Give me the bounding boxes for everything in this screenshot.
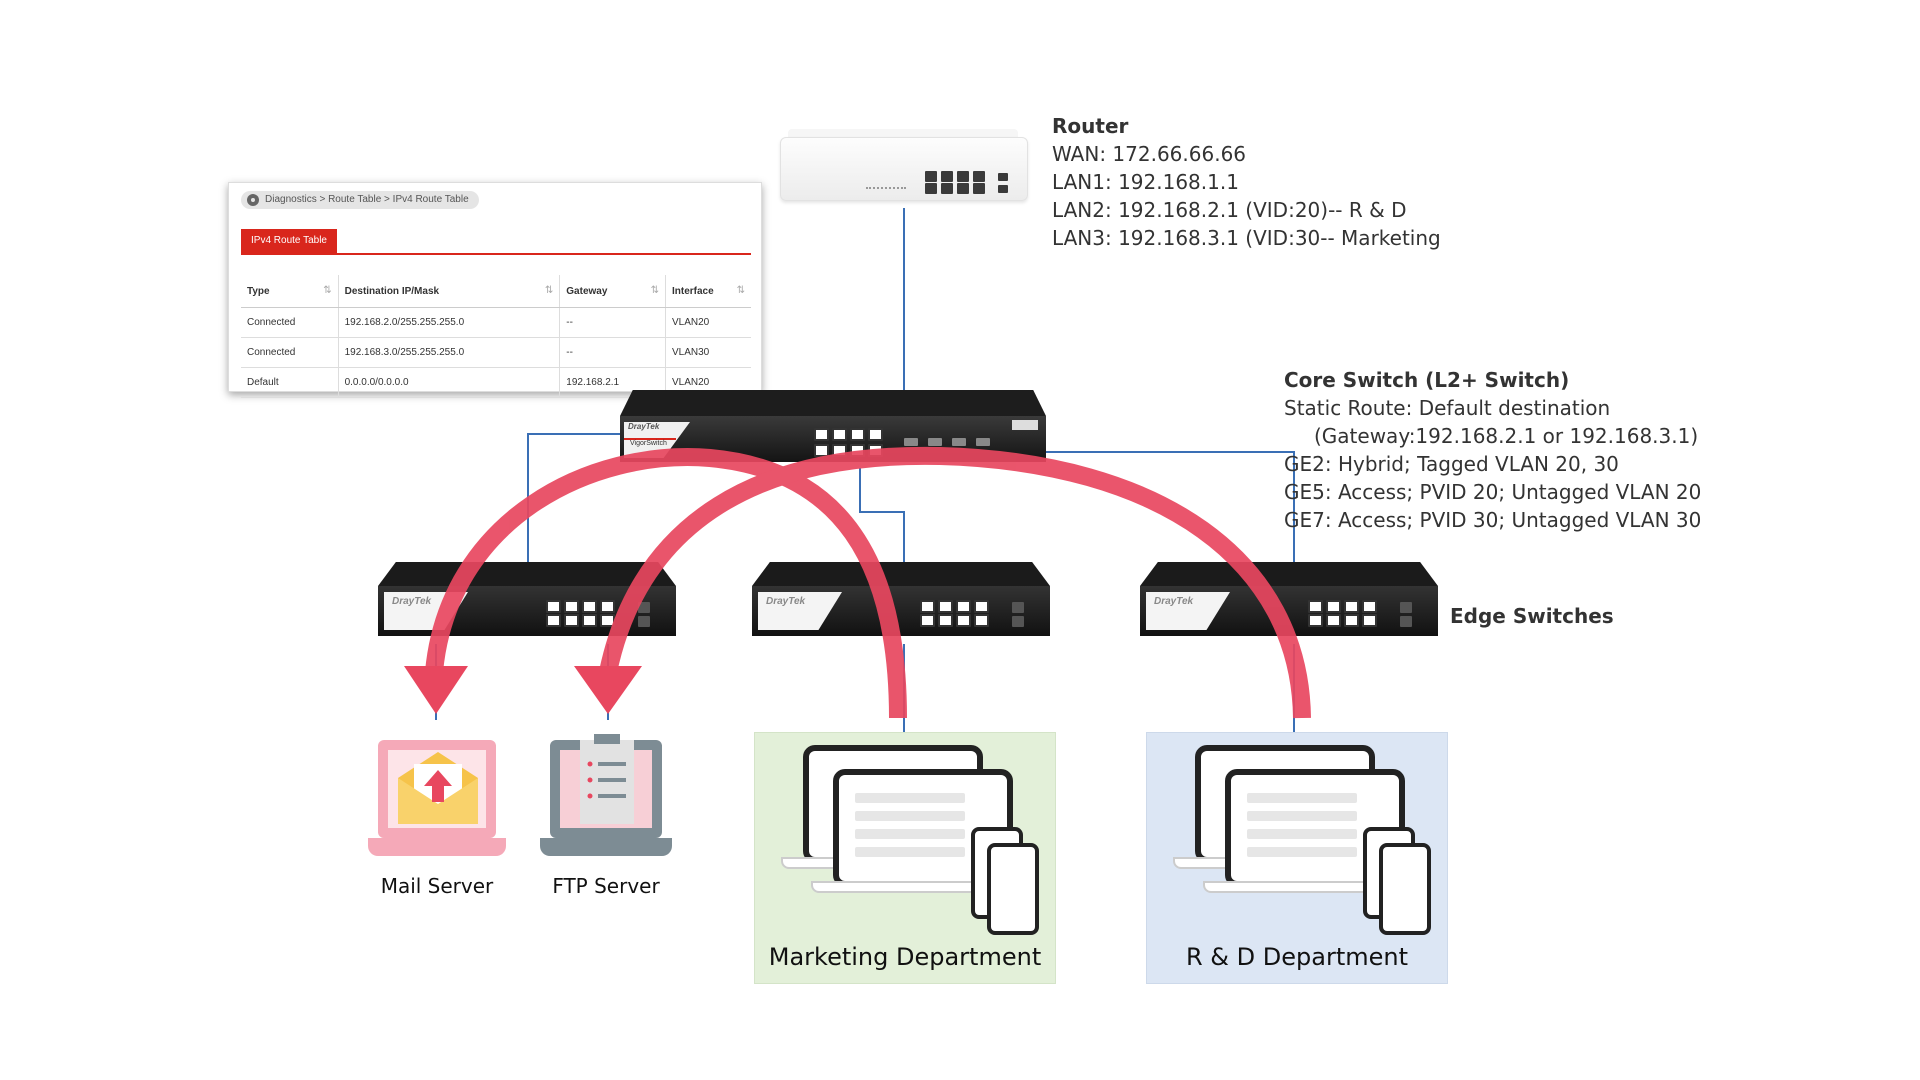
edge-switch-2: DrayTek — [752, 562, 1050, 640]
core-switch-ge2: GE2: Hybrid; Tagged VLAN 20, 30 — [1284, 452, 1619, 476]
mail-server-icon — [368, 740, 506, 862]
tab-ipv4-route-table[interactable]: IPv4 Route Table — [241, 229, 337, 253]
location-pin-icon — [247, 194, 259, 206]
core-switch-model: VigorSwitch — [630, 440, 667, 447]
cell-destination: 0.0.0.0/0.0.0.0 — [337, 367, 560, 398]
router-lan2: LAN2: 192.168.2.1 (VID:20)-- R & D — [1052, 198, 1407, 222]
edge-switch-brand: DrayTek — [392, 596, 432, 607]
column-header-destination[interactable]: Destination IP/Mask⇅ — [337, 275, 560, 308]
core-switch-gateway: (Gateway:192.168.2.1 or 192.168.3.1) — [1314, 424, 1699, 448]
core-switch-info: Core Switch (L2+ Switch) Static Route: D… — [1284, 366, 1701, 534]
ftp-server-icon — [540, 734, 672, 862]
router-lan3: LAN3: 192.168.3.1 (VID:30-- Marketing — [1052, 226, 1441, 250]
sort-icon[interactable]: ⇅ — [736, 285, 745, 296]
edge-switch-1: DrayTek — [378, 562, 676, 640]
core-switch-device: DrayTek VigorSwitch — [620, 390, 1046, 468]
table-row: Connected 192.168.2.0/255.255.255.0 -- V… — [241, 307, 751, 338]
cell-destination: 192.168.3.0/255.255.255.0 — [337, 337, 560, 368]
router-info: Router WAN: 172.66.66.66 LAN1: 192.168.1… — [1052, 112, 1441, 252]
router-title: Router — [1052, 114, 1129, 138]
table-row: Connected 192.168.3.0/255.255.255.0 -- V… — [241, 337, 751, 368]
marketing-department: Marketing Department — [754, 732, 1056, 984]
column-header-interface[interactable]: Interface⇅ — [664, 275, 751, 308]
edge-switches-label: Edge Switches — [1450, 604, 1614, 628]
core-switch-ge7: GE7: Access; PVID 30; Untagged VLAN 30 — [1284, 508, 1702, 532]
core-switch-brand: DrayTek — [628, 422, 660, 431]
wire-edge-switch-2 — [859, 468, 905, 562]
sort-icon[interactable]: ⇅ — [323, 285, 332, 296]
core-switch-ge5: GE5: Access; PVID 20; Untagged VLAN 20 — [1284, 480, 1702, 504]
mail-server-label: Mail Server — [380, 874, 494, 898]
edge-switch-3: DrayTek — [1140, 562, 1438, 640]
edge-switch-brand: DrayTek — [766, 596, 806, 607]
tab-underline — [241, 253, 751, 255]
cell-gateway: -- — [559, 337, 666, 368]
cell-destination: 192.168.2.0/255.255.255.0 — [337, 307, 560, 338]
breadcrumb[interactable]: Diagnostics > Route Table > IPv4 Route T… — [241, 191, 479, 209]
rnd-department-label: R & D Department — [1186, 943, 1408, 971]
column-header-gateway[interactable]: Gateway⇅ — [559, 275, 666, 308]
table-row: Default 0.0.0.0/0.0.0.0 192.168.2.1 VLAN… — [241, 367, 751, 398]
router-lan1: LAN1: 192.168.1.1 — [1052, 170, 1239, 194]
marketing-department-label: Marketing Department — [768, 943, 1042, 971]
sort-icon[interactable]: ⇅ — [544, 285, 554, 296]
route-table: Type⇅ Destination IP/Mask⇅ Gateway⇅ Inte… — [241, 275, 751, 398]
router-wan: WAN: 172.66.66.66 — [1052, 142, 1247, 166]
cell-gateway: -- — [559, 307, 666, 338]
cell-type: Default — [241, 367, 339, 398]
wire-edge-switch-3 — [1040, 451, 1295, 562]
router-device — [780, 129, 1028, 201]
cell-interface: VLAN30 — [664, 337, 751, 368]
rnd-department: R & D Department — [1146, 732, 1448, 984]
cell-type: Connected — [241, 337, 339, 368]
column-header-type[interactable]: Type⇅ — [241, 275, 339, 308]
core-switch-static-route: Static Route: Default destination — [1284, 396, 1611, 420]
breadcrumb-text: Diagnostics > Route Table > IPv4 Route T… — [265, 194, 469, 205]
route-table-panel: Diagnostics > Route Table > IPv4 Route T… — [228, 182, 762, 398]
document-icon — [580, 734, 634, 824]
envelope-icon — [398, 752, 478, 824]
ftp-server-label: FTP Server — [552, 874, 660, 898]
cell-interface: VLAN20 — [664, 307, 751, 338]
cell-type: Connected — [241, 307, 339, 338]
edge-switch-brand: DrayTek — [1154, 596, 1194, 607]
core-switch-title: Core Switch (L2+ Switch) — [1284, 368, 1570, 392]
sort-icon[interactable]: ⇅ — [650, 285, 659, 296]
